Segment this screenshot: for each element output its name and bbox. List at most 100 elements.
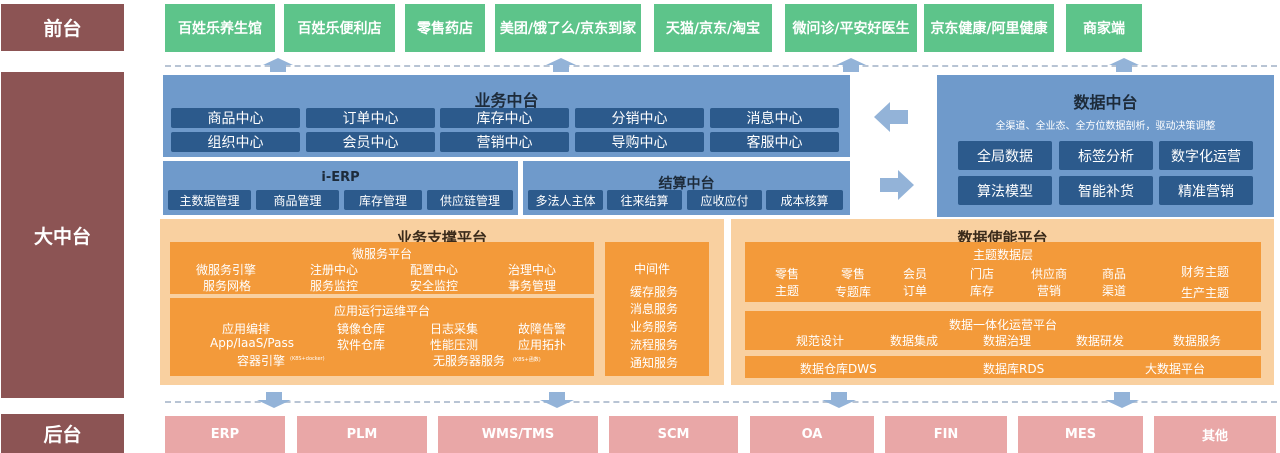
data-platform-subtitle: 全渠道、全业态、全方位数据剖析，驱动决策调整 [995,121,1216,132]
theme-item: 生产主题 [1181,286,1230,300]
data-platform-item: 标签分析 [1059,141,1153,170]
app-ops-note: (K8S+docker) [290,356,325,362]
app-ops-item: 无服务器服务 [433,354,506,368]
middleware-item: 业务服务 [630,320,679,334]
data-platform-item: 全局数据 [958,141,1052,170]
tier-front: 前台 [1,4,124,51]
data-platform-item: 精准营销 [1159,176,1253,205]
back-system: MES [1018,416,1143,453]
ierp-title: i-ERP [321,170,360,185]
arrow-up-icon [546,58,576,72]
back-system: FIN [885,416,1007,453]
app-ops-item: 镜像仓库 [337,322,386,336]
settlement-item: 多法人主体 [528,190,603,210]
middleware-title: 中间件 [633,262,670,276]
front-channel: 微问诊/平安好医生 [785,4,917,52]
data-ops-box: 数据一体化运营平台 规范设计 数据集成 数据治理 数据研发 数据服务 [745,311,1261,350]
tier-middle: 大中台 [1,72,124,398]
front-channel: 百姓乐养生馆 [165,4,275,52]
microservice-item: 治理中心 [508,263,557,277]
middleware-item: 消息服务 [630,302,679,316]
data-enable-panel: 数据使能平台 主题数据层 零售 主题 零售 专题库 会员 订单 门店 库存 供应… [731,219,1274,385]
data-platform-item: 智能补货 [1059,176,1153,205]
business-center: 库存中心 [440,108,569,128]
arrow-right-icon [880,170,914,200]
data-ops-item: 数据研发 [1076,334,1125,348]
ierp-panel: i-ERP 主数据管理 商品管理 库存管理 供应链管理 [163,161,518,215]
arrow-down-icon [822,392,856,408]
app-ops-item: 应用拓扑 [518,338,567,352]
data-storage-item: 数据仓库DWS [800,362,877,376]
middleware-item: 通知服务 [630,356,679,370]
ierp-item: 供应链管理 [427,190,513,210]
business-center: 订单中心 [306,108,435,128]
business-center: 会员中心 [306,132,435,152]
arrow-left-icon [874,102,908,132]
microservice-item: 配置中心 [410,263,459,277]
theme-item: 门店 [970,267,995,281]
business-center: 客服中心 [710,132,839,152]
arrow-up-icon [263,58,293,72]
theme-data-box: 主题数据层 零售 主题 零售 专题库 会员 订单 门店 库存 供应商 营销 商品… [745,242,1261,302]
ierp-item: 主数据管理 [168,190,251,210]
business-platform-title: 业务中台 [474,91,539,110]
microservice-box: 微服务平台 微服务引擎 注册中心 配置中心 治理中心 服务网格 服务监控 安全监… [170,242,594,294]
back-system: SCM [609,416,738,453]
back-system: ERP [165,416,285,453]
front-channel: 美团/饿了么/京东到家 [495,4,641,52]
settlement-item: 成本核算 [766,190,843,210]
theme-item: 零售 [841,267,866,281]
app-ops-box: 应用运行运维平台 应用编排 镜像仓库 日志采集 故障告警 App/IaaS/Pa… [170,298,594,376]
microservice-item: 服务网格 [203,279,252,293]
app-ops-item: 性能压测 [430,338,479,352]
theme-item: 零售 [775,267,800,281]
front-channel: 京东健康/阿里健康 [924,4,1054,52]
theme-data-title: 主题数据层 [972,248,1033,262]
data-platform-title: 数据中台 [1073,93,1138,112]
back-system: PLM [297,416,427,453]
business-center: 组织中心 [171,132,300,152]
divider-bottom [165,401,1277,403]
app-ops-item: 故障告警 [518,322,567,336]
microservice-title: 微服务平台 [351,247,412,261]
business-center: 导购中心 [575,132,704,152]
settlement-item: 往来结算 [607,190,682,210]
app-ops-item: 日志采集 [430,322,479,336]
app-ops-item: 应用编排 [222,322,271,336]
theme-item: 专题库 [835,285,872,299]
app-ops-item: 容器引擎 [237,354,286,368]
data-ops-title: 数据一体化运营平台 [948,318,1057,332]
theme-item: 库存 [970,284,995,298]
theme-item: 订单 [903,284,928,298]
front-channel: 百姓乐便利店 [284,4,395,52]
middleware-item: 缓存服务 [630,285,679,299]
data-ops-item: 规范设计 [796,334,845,348]
theme-item: 渠道 [1102,284,1127,298]
tier-back: 后台 [1,414,124,453]
ierp-item: 库存管理 [344,190,422,210]
data-ops-item: 数据服务 [1173,334,1222,348]
data-platform-panel: 数据中台 全渠道、全业态、全方位数据剖析，驱动决策调整 全局数据 标签分析 数字… [937,75,1274,217]
theme-item: 会员 [903,267,928,281]
business-center: 分销中心 [575,108,704,128]
arrow-down-icon [1105,392,1139,408]
data-storage-item: 数据库RDS [983,362,1045,376]
ierp-item: 商品管理 [256,190,339,210]
data-platform-item: 数字化运营 [1159,141,1253,170]
business-platform-panel: 业务中台 商品中心 订单中心 库存中心 分销中心 消息中心 组织中心 会员中心 … [163,75,850,157]
back-system: 其他 [1154,416,1276,453]
microservice-item: 注册中心 [310,263,359,277]
data-ops-item: 数据治理 [983,334,1032,348]
app-ops-item: 软件仓库 [337,338,386,352]
theme-item: 营销 [1037,284,1062,298]
settlement-item: 应收应付 [687,190,762,210]
theme-item: 主题 [775,284,800,298]
arrow-down-icon [540,392,574,408]
front-channel: 商家端 [1066,4,1142,52]
microservice-item: 事务管理 [508,279,557,293]
app-ops-title: 应用运行运维平台 [333,304,430,318]
back-system: WMS/TMS [438,416,598,453]
microservice-item: 安全监控 [410,279,459,293]
biz-support-panel: 业务支撑平台 微服务平台 微服务引擎 注册中心 配置中心 治理中心 服务网格 服… [160,219,724,385]
app-ops-item: App/IaaS/Pass [210,336,294,350]
